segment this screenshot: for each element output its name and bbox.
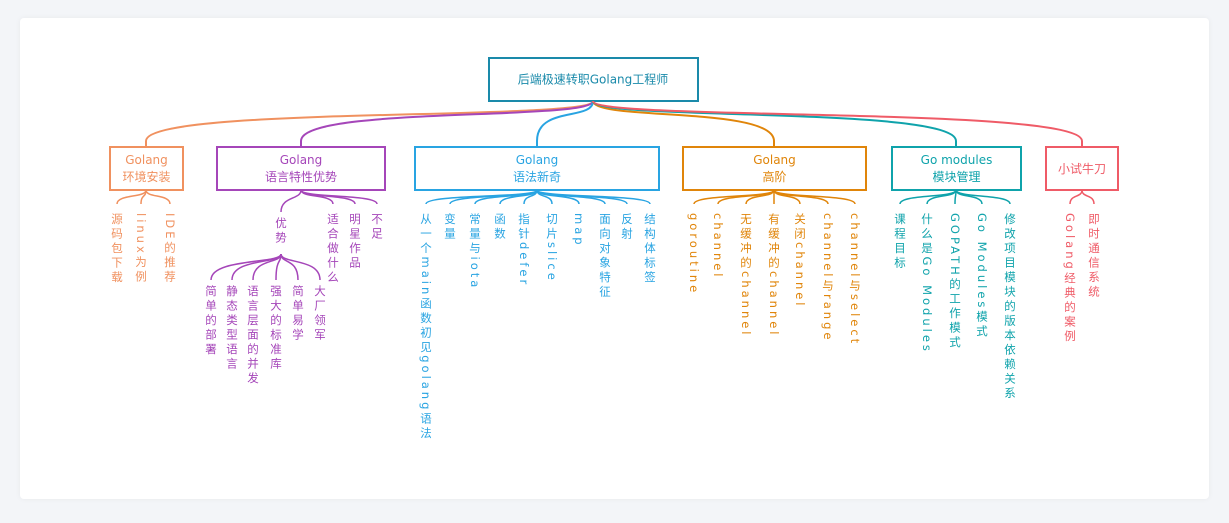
leaf-connector bbox=[300, 189, 378, 205]
branch-subtitle: 环境安装 bbox=[122, 169, 170, 184]
leaf-connector bbox=[955, 189, 1011, 205]
leaf-label: goroutine bbox=[687, 213, 701, 295]
branch-title: 小试牛刀 bbox=[1058, 161, 1106, 176]
leaf-connector bbox=[745, 189, 775, 205]
leaf-label: Go Modules模式 bbox=[975, 213, 989, 339]
leaf-label: 反射 bbox=[620, 213, 634, 242]
branch-title: Golang bbox=[280, 153, 323, 167]
leaf-connector bbox=[536, 189, 651, 205]
branch-connector bbox=[592, 100, 775, 147]
leaf-label: 有缓冲的channel bbox=[767, 212, 781, 337]
branch-subtitle: 模块管理 bbox=[932, 169, 980, 184]
leaf-label: 什么是Go Modules bbox=[920, 213, 934, 354]
leaf-label: 不足 bbox=[370, 213, 384, 242]
leaf-label: 结构体标签 bbox=[643, 213, 657, 286]
group-connector bbox=[280, 189, 302, 213]
branch-title: Golang bbox=[753, 153, 796, 167]
leaf-label: 源码包下载 bbox=[110, 212, 124, 285]
branch-connector bbox=[300, 100, 594, 147]
leaf-label: 切片slice bbox=[545, 213, 559, 283]
root-node bbox=[488, 57, 699, 102]
branch-subtitle: 语法新奇 bbox=[513, 169, 561, 184]
leaf-label: 适合做什么 bbox=[326, 213, 340, 286]
sub-leaf-label: 静态类型语言 bbox=[225, 284, 239, 372]
leaf-label: 无缓冲的channel bbox=[739, 213, 753, 338]
leaf-label: 函数 bbox=[493, 213, 507, 242]
sub-leaf-label: 强大的标准库 bbox=[269, 285, 283, 372]
leaf-label: 明星作品 bbox=[348, 213, 362, 271]
branch-connector bbox=[592, 100, 1083, 147]
leaf-label: 指针defer bbox=[517, 212, 531, 287]
branch-subtitle: 高阶 bbox=[762, 169, 786, 184]
sub-leaf-label: 简单易学 bbox=[291, 284, 305, 343]
leaf-connector bbox=[926, 189, 957, 205]
branch-connector bbox=[145, 100, 594, 147]
branch-subtitle: 语言特性优势 bbox=[265, 169, 337, 184]
leaf-label: 课程目标 bbox=[893, 213, 907, 271]
leaf-label: channel与range bbox=[821, 213, 835, 342]
leaf-label: 即时通信系统 bbox=[1087, 213, 1101, 300]
leaf-label: 关闭channel bbox=[793, 212, 807, 308]
leaf-connector bbox=[140, 189, 147, 205]
leaf-label: channel与select bbox=[848, 213, 862, 346]
root-label: 后端极速转职Golang工程师 bbox=[518, 72, 669, 87]
leaf-label: 变量 bbox=[443, 212, 457, 242]
branch-node bbox=[1045, 146, 1119, 191]
sub-leaf-label: 大厂领军 bbox=[313, 284, 327, 343]
leaf-label: 修改项目模块的版本依赖关系 bbox=[1003, 212, 1017, 401]
sub-leaf-label: 简单的部署 bbox=[204, 284, 218, 357]
leaf-label: 面向对象特征 bbox=[598, 213, 612, 300]
group-label: 优势 bbox=[274, 217, 288, 246]
leaf-label: Golang经典的案例 bbox=[1063, 213, 1077, 344]
sub-connector bbox=[280, 253, 321, 281]
leaf-label: linux为例 bbox=[134, 213, 148, 285]
branch-node bbox=[414, 146, 660, 191]
leaf-label: map bbox=[572, 213, 586, 248]
branch-title: Go modules bbox=[921, 153, 993, 167]
branch-node bbox=[891, 146, 1022, 191]
leaf-label: channel bbox=[711, 213, 725, 280]
leaf-label: GOPATH的工作模式 bbox=[948, 213, 962, 350]
branch-title: Golang bbox=[125, 153, 168, 167]
leaf-label: IDE的推荐 bbox=[163, 213, 177, 285]
sub-connector bbox=[210, 253, 282, 281]
sub-leaf-label: 语言层面的并发 bbox=[246, 285, 260, 387]
leaf-connector bbox=[1081, 189, 1095, 205]
leaf-label: 常量与iota bbox=[468, 213, 482, 290]
branch-connector bbox=[536, 100, 594, 147]
branch-title: Golang bbox=[516, 153, 559, 167]
leaf-label: 从一个main函数初见golang语法 bbox=[419, 213, 433, 441]
branch-node bbox=[682, 146, 867, 191]
mindmap-canvas: 后端极速转职Golang工程师 Golang 环境安装源码包下载 linux为例 IDE… bbox=[20, 18, 1209, 499]
leaf-connector bbox=[1069, 189, 1083, 205]
leaf-connector bbox=[145, 189, 171, 205]
leaf-connector bbox=[955, 189, 983, 205]
leaf-connector bbox=[773, 189, 856, 205]
